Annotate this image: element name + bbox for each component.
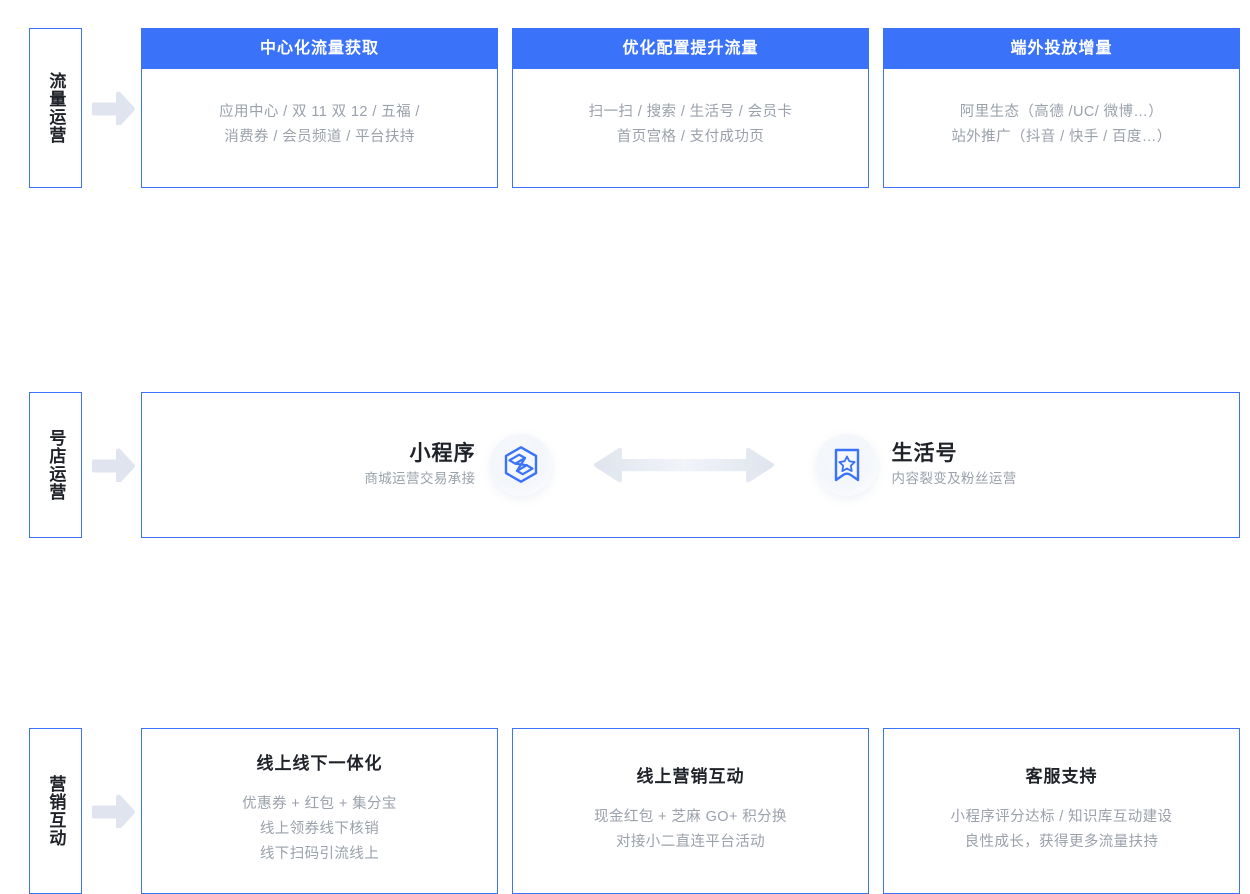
bookmark-star-icon: [815, 434, 878, 496]
right-arrow-icon: [92, 91, 136, 125]
card-body: 应用中心 / 双 11 双 12 / 五福 / 消费券 / 会员频道 / 平台扶…: [142, 69, 497, 187]
card-title: 客服支持: [1025, 766, 1098, 786]
card-body: 客服支持 小程序评分达标 / 知识库互动建设 良性成长，获得更多流量扶持: [884, 729, 1239, 893]
card-line: 良性成长，获得更多流量扶持: [964, 833, 1159, 850]
card-online-offline-integration[interactable]: 线上线下一体化 优惠券 + 红包 + 集分宝 线上领券线下核销 线下扫码引流线上: [141, 728, 498, 894]
diagram-row-account-store: 号店运营 小程序 商城运营交易承接: [0, 196, 1250, 538]
card-line: 对接小二直连平台活动: [616, 833, 765, 850]
diagram-row-traffic: 流量运营 中心化流量获取 应用中心 / 双 11 双 12 / 五福 / 消费券…: [0, 14, 1250, 188]
card-header: 端外投放增量: [884, 29, 1239, 69]
card-body: 线上营销互动 现金红包 + 芝麻 GO+ 积分换 对接小二直连平台活动: [513, 729, 868, 893]
node-title: 小程序: [409, 441, 476, 465]
card-line: 消费券 / 会员频道 / 平台扶持: [224, 129, 415, 145]
node-mini-program[interactable]: 小程序 商城运营交易承接: [364, 434, 552, 496]
card-line: 首页宫格 / 支付成功页: [616, 129, 765, 145]
card-header: 优化配置提升流量: [513, 29, 868, 69]
stage-label-text: 营销互动: [46, 775, 66, 847]
card-lines: 阿里生态（高德 /UC/ 微博…） 站外推广（抖音 / 快手 / 百度…）: [951, 100, 1171, 150]
card-line: 站外推广（抖音 / 快手 / 百度…）: [951, 129, 1172, 145]
card-lines: 扫一扫 / 搜索 / 生活号 / 会员卡 首页宫格 / 支付成功页: [589, 100, 793, 150]
card-offsite-promotion[interactable]: 端外投放增量 阿里生态（高德 /UC/ 微博…） 站外推广（抖音 / 快手 / …: [883, 28, 1240, 188]
card-line: 现金红包 + 芝麻 GO+ 积分换: [594, 808, 787, 825]
stage-label-marketing: 营销互动: [29, 728, 82, 894]
card-line: 阿里生态（高德 /UC/ 微博…）: [959, 104, 1164, 121]
card-line: 线上领券线下核销: [259, 821, 380, 838]
card-line: 优惠券 + 红包 + 集分宝: [242, 796, 397, 813]
card-line: 线下扫码引流线上: [259, 845, 380, 862]
stage-label-text: 号店运营: [46, 429, 66, 501]
diagram-row-marketing: 营销互动 线上线下一体化 优惠券 + 红包 + 集分宝 线上领券线下核销 线下扫…: [0, 364, 1250, 894]
card-online-marketing-interaction[interactable]: 线上营销互动 现金红包 + 芝麻 GO+ 积分换 对接小二直连平台活动: [512, 728, 869, 894]
traffic-cards: 中心化流量获取 应用中心 / 双 11 双 12 / 五福 / 消费券 / 会员…: [141, 28, 1240, 188]
card-lines: 小程序评分达标 / 知识库互动建设 良性成长，获得更多流量扶持: [951, 805, 1173, 855]
stage-label-traffic: 流量运营: [29, 28, 82, 188]
card-title: 线上线下一体化: [256, 754, 383, 774]
card-lines: 现金红包 + 芝麻 GO+ 积分换 对接小二直连平台活动: [594, 805, 787, 855]
card-centralized-traffic[interactable]: 中心化流量获取 应用中心 / 双 11 双 12 / 五福 / 消费券 / 会员…: [141, 28, 498, 188]
node-life-account[interactable]: 生活号 内容裂变及粉丝运营: [815, 434, 1017, 496]
mini-program-hexagon-icon: [489, 434, 552, 496]
card-optimized-config[interactable]: 优化配置提升流量 扫一扫 / 搜索 / 生活号 / 会员卡 首页宫格 / 支付成…: [512, 28, 869, 188]
card-header: 中心化流量获取: [142, 29, 497, 69]
node-subtitle: 内容裂变及粉丝运营: [891, 471, 1017, 486]
node-subtitle: 商城运营交易承接: [364, 471, 476, 486]
card-customer-service-support[interactable]: 客服支持 小程序评分达标 / 知识库互动建设 良性成长，获得更多流量扶持: [883, 728, 1240, 894]
account-store-panel: 小程序 商城运营交易承接: [141, 392, 1240, 538]
stage-label-text: 流量运营: [46, 72, 66, 144]
node-texts: 生活号 内容裂变及粉丝运营: [892, 441, 1017, 490]
card-line: 小程序评分达标 / 知识库互动建设: [950, 808, 1173, 825]
node-texts: 小程序 商城运营交易承接: [364, 441, 475, 490]
stage-label-account-store: 号店运营: [29, 392, 82, 538]
card-lines: 优惠券 + 红包 + 集分宝 线上领券线下核销 线下扫码引流线上: [242, 792, 397, 867]
card-line: 扫一扫 / 搜索 / 生活号 / 会员卡: [588, 104, 793, 121]
node-title: 生活号: [891, 441, 958, 465]
card-body: 扫一扫 / 搜索 / 生活号 / 会员卡 首页宫格 / 支付成功页: [513, 69, 868, 187]
marketing-cards: 线上线下一体化 优惠券 + 红包 + 集分宝 线上领券线下核销 线下扫码引流线上…: [141, 728, 1240, 894]
right-arrow-icon: [92, 794, 136, 828]
bidirectional-arrow-icon: [592, 445, 776, 485]
card-title: 线上营销互动: [636, 766, 745, 786]
operation-framework-diagram: 流量运营 中心化流量获取 应用中心 / 双 11 双 12 / 五福 / 消费券…: [0, 14, 1250, 894]
card-body: 线上线下一体化 优惠券 + 红包 + 集分宝 线上领券线下核销 线下扫码引流线上: [142, 729, 497, 893]
card-line: 应用中心 / 双 11 双 12 / 五福 /: [219, 104, 420, 121]
card-body: 阿里生态（高德 /UC/ 微博…） 站外推广（抖音 / 快手 / 百度…）: [884, 69, 1239, 187]
card-lines: 应用中心 / 双 11 双 12 / 五福 / 消费券 / 会员频道 / 平台扶…: [219, 100, 420, 150]
right-arrow-icon: [92, 448, 136, 482]
